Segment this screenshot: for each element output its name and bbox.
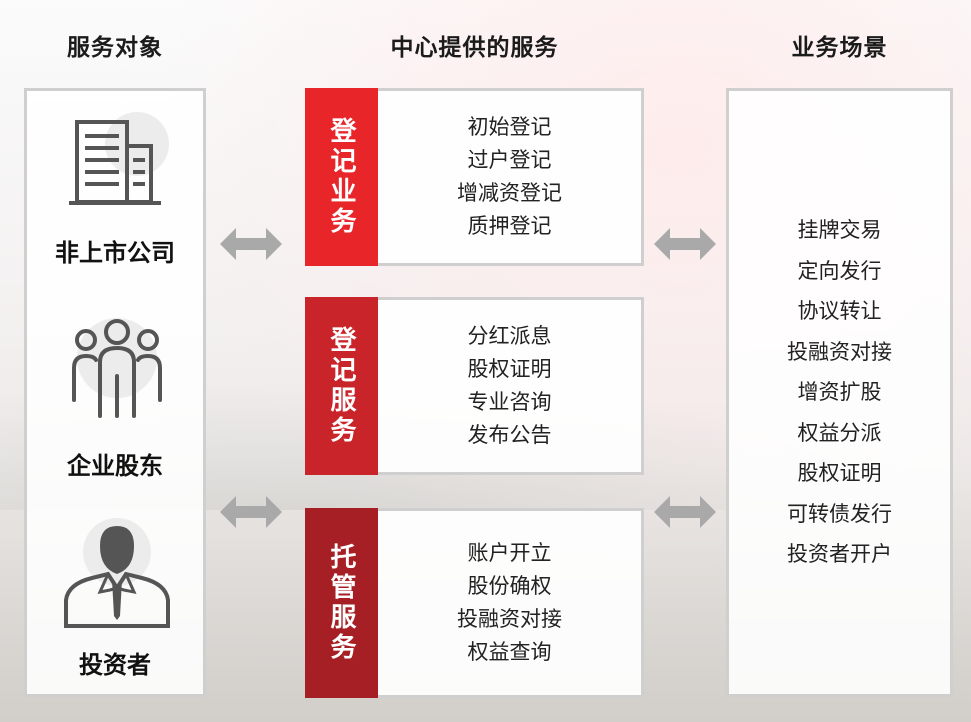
object-label-shareholder: 企业股东 <box>67 452 163 480</box>
service-tag: 登记业务 <box>305 88 378 266</box>
service-item: 过户登记 <box>467 148 552 172</box>
service-item: 初始登记 <box>467 115 552 139</box>
left-arrow-top <box>220 228 282 260</box>
service-items: 分红派息 股权证明 专业咨询 发布公告 <box>378 297 644 475</box>
service-tag-label: 登记业务 <box>326 117 356 237</box>
service-tag-label: 托管服务 <box>326 543 356 663</box>
service-tag: 托管服务 <box>305 508 378 698</box>
service-item: 账户开立 <box>467 541 552 565</box>
header-services: 中心提供的服务 <box>390 35 559 61</box>
header-objects: 服务对象 <box>67 35 163 61</box>
service-item: 股份确权 <box>467 574 552 598</box>
people-group-icon <box>72 318 162 418</box>
service-item: 投融资对接 <box>457 607 562 631</box>
left-arrow-bottom <box>220 496 282 528</box>
scenarios-panel <box>726 88 953 697</box>
object-label-company: 非上市公司 <box>55 239 175 267</box>
scenario-item: 协议转让 <box>797 299 882 323</box>
service-item: 分红派息 <box>467 324 552 348</box>
scenario-item: 股权证明 <box>797 461 882 485</box>
service-box-registration: 登记业务 初始登记 过户登记 增减资登记 质押登记 <box>305 88 644 266</box>
service-items: 初始登记 过户登记 增减资登记 质押登记 <box>378 88 644 266</box>
service-item: 发布公告 <box>467 423 552 447</box>
right-arrow-top <box>654 228 716 260</box>
scenario-item: 增资扩股 <box>797 380 882 404</box>
service-box-registration-service: 登记服务 分红派息 股权证明 专业咨询 发布公告 <box>305 297 644 475</box>
service-items: 账户开立 股份确权 投融资对接 权益查询 <box>378 508 644 698</box>
service-box-custody: 托管服务 账户开立 股份确权 投融资对接 权益查询 <box>305 508 644 698</box>
service-item: 专业咨询 <box>467 390 552 414</box>
scenario-item: 挂牌交易 <box>797 218 882 242</box>
object-label-investor: 投资者 <box>79 651 151 679</box>
right-arrow-bottom <box>654 496 716 528</box>
scenario-item: 可转债发行 <box>787 501 892 526</box>
service-item: 股权证明 <box>467 357 552 381</box>
scenario-item: 投资者开户 <box>787 542 892 566</box>
service-item: 权益查询 <box>467 640 552 664</box>
businessman-icon <box>64 518 170 628</box>
service-tag-label: 登记服务 <box>326 326 356 446</box>
building-icon <box>69 112 169 205</box>
scenario-list: 挂牌交易 定向发行 协议转让 投融资对接 增资扩股 权益分派 股权证明 可转债发… <box>726 210 953 575</box>
header-scenarios: 业务场景 <box>791 35 888 61</box>
scenario-item: 权益分派 <box>797 420 882 445</box>
scenario-item: 定向发行 <box>797 258 882 283</box>
service-item: 质押登记 <box>467 214 552 238</box>
service-tag: 登记服务 <box>305 297 378 475</box>
scenario-item: 投融资对接 <box>787 339 892 364</box>
service-item: 增减资登记 <box>457 181 562 205</box>
